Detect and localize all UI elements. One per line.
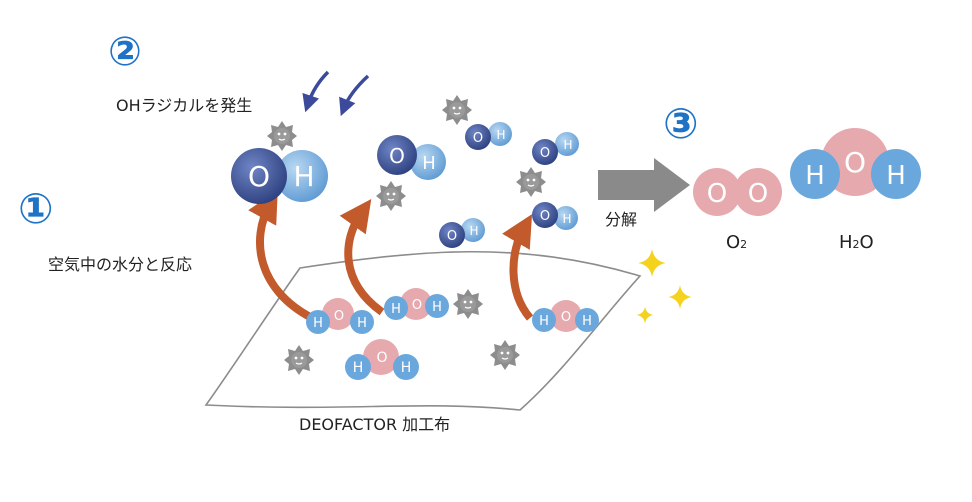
- reaction-arrow-3: [502, 214, 534, 321]
- hydrogen-symbol: H: [469, 224, 478, 238]
- o2-formula: O2: [726, 232, 747, 253]
- hydrogen-symbol: H: [422, 153, 436, 174]
- water-product-molecule: H O H: [790, 128, 921, 199]
- virus-icon: [452, 288, 484, 320]
- formula-main: O: [726, 232, 741, 253]
- hydrogen-symbol: H: [357, 316, 367, 331]
- water-molecule: H O H: [345, 339, 419, 380]
- step-two-number: ②: [108, 29, 142, 75]
- hydrogen-symbol: H: [313, 316, 323, 331]
- oxygen-symbol: O: [540, 146, 550, 161]
- formula-tail: O: [859, 232, 874, 253]
- hydrogen-symbol: H: [432, 300, 442, 315]
- oxygen-symbol: O: [376, 350, 387, 366]
- hydrogen-symbol: H: [401, 360, 412, 376]
- oxygen-molecule: O O: [693, 168, 782, 216]
- oh-radical-small: O H: [532, 202, 578, 230]
- hydrogen-symbol: H: [805, 161, 825, 191]
- formula-subscript: 2: [740, 238, 748, 251]
- oxygen-symbol: O: [389, 144, 405, 168]
- hydrogen-symbol: H: [582, 314, 592, 329]
- oxygen-symbol: O: [447, 229, 457, 244]
- oh-radical-small: O H: [532, 132, 579, 165]
- wind-arrow-icon: [339, 74, 370, 117]
- water-molecule: H O H: [384, 288, 449, 320]
- hydrogen-symbol: H: [886, 161, 906, 191]
- step-one-label: 空気中の水分と反応: [48, 255, 193, 274]
- hydrogen-symbol: H: [496, 128, 505, 142]
- oxygen-symbol: O: [561, 310, 571, 325]
- oxygen-symbol: O: [473, 131, 483, 146]
- hydrogen-symbol: H: [563, 138, 572, 152]
- reaction-arrow-1: [248, 190, 314, 322]
- virus-icon: [489, 339, 521, 371]
- hydrogen-symbol: H: [391, 302, 401, 317]
- virus-icon: [441, 94, 473, 126]
- oxygen-symbol: O: [412, 298, 422, 313]
- oxygen-symbol: O: [707, 179, 727, 209]
- step-three-number: ③: [663, 99, 699, 148]
- hydrogen-symbol: H: [353, 360, 364, 376]
- step-one-number: ①: [18, 184, 54, 233]
- fabric-label: DEOFACTOR 加工布: [299, 415, 451, 434]
- h2o-formula: H2O: [839, 232, 874, 253]
- virus-icon: [515, 166, 547, 198]
- step-two-label: OHラジカルを発生: [116, 96, 253, 115]
- fabric-sheet: [204, 250, 642, 411]
- sparkle-icon: [636, 306, 654, 324]
- sparkle-icon: [638, 249, 666, 277]
- oxygen-symbol: O: [748, 179, 768, 209]
- virus-icon: [375, 180, 407, 212]
- oh-radical-small: O H: [465, 122, 512, 150]
- water-molecule: H O H: [532, 300, 599, 332]
- sparkle-icon: [668, 285, 692, 309]
- oh-radical-medium: O H: [377, 135, 446, 180]
- oxygen-symbol: O: [248, 160, 270, 193]
- reaction-arrow-2: [339, 198, 385, 316]
- formula-main: H: [839, 232, 853, 253]
- virus-icon: [266, 120, 298, 152]
- formula-subscript: 2: [852, 238, 860, 251]
- step-three-label: 分解: [605, 210, 638, 229]
- oxygen-symbol: O: [844, 146, 866, 179]
- hydrogen-symbol: H: [562, 212, 571, 226]
- virus-icon: [283, 344, 315, 376]
- hydrogen-symbol: H: [293, 160, 314, 193]
- oxygen-symbol: O: [334, 309, 344, 324]
- oxygen-symbol: O: [540, 209, 550, 224]
- hydrogen-symbol: H: [539, 314, 549, 329]
- wind-arrow-icon: [302, 70, 330, 113]
- water-molecule: H O H: [306, 298, 374, 334]
- oh-radical-large: O H: [231, 148, 328, 204]
- decompose-arrow: [598, 158, 690, 212]
- oh-radical-small: O H: [439, 218, 485, 248]
